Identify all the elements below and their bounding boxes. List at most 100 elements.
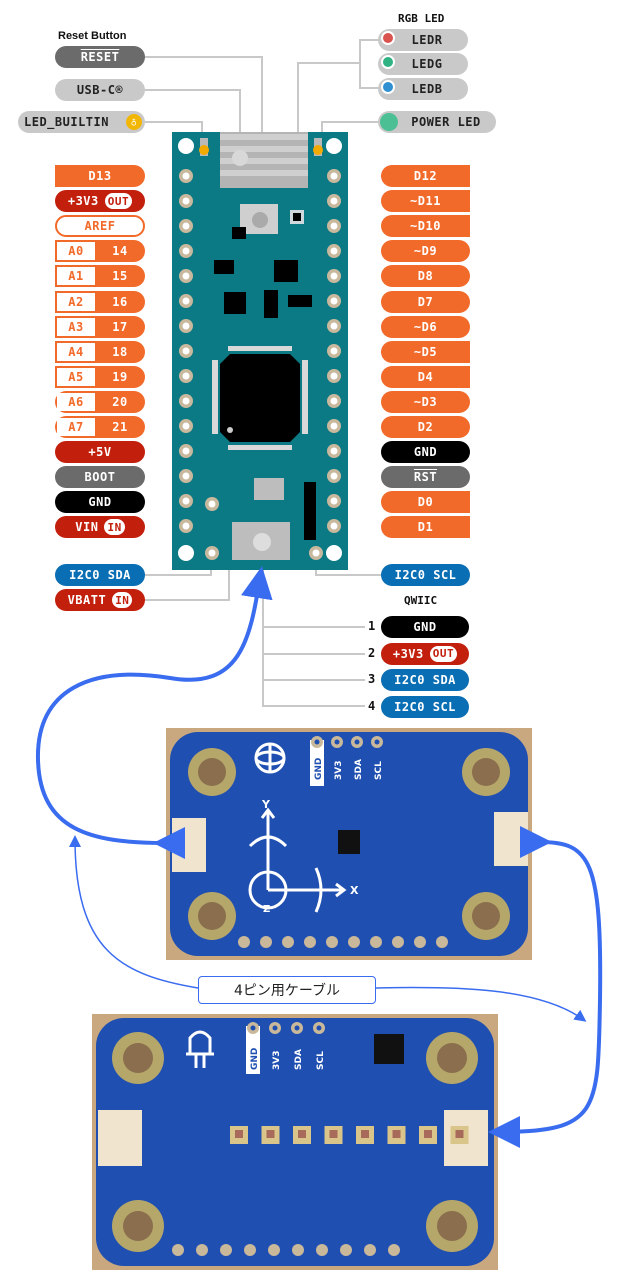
left-pin-label: A5 19 [55, 365, 145, 388]
sensor-pin-gnd: GND [314, 758, 324, 780]
qwiic-pin-number: 1 [368, 619, 376, 633]
digital-pin: 17 [112, 319, 128, 334]
left-pin-label: VIN IN [55, 516, 145, 539]
pin-name: ~D10 [410, 219, 441, 234]
left-pin-label: +5V [55, 441, 145, 464]
right-pin-label: GND [381, 441, 470, 464]
rgb-led-die [298, 1130, 306, 1138]
pin-name: I2C0 SDA [394, 673, 456, 687]
ledg-text: LEDG [411, 57, 443, 71]
pin-name: ~D9 [413, 244, 438, 259]
pin-badge: OUT [429, 645, 458, 662]
power-led-label: POWER LED [378, 111, 496, 133]
analog-pin: A5 [57, 367, 95, 386]
right-pin-label: ~D9 [381, 240, 470, 263]
pin-name: +5V [88, 445, 112, 460]
green-led-icon [381, 55, 395, 69]
left-pin-label: A4 18 [55, 340, 145, 363]
left-pin-label: A2 16 [55, 290, 145, 313]
reset-label: RESET [55, 46, 145, 68]
pin-name: D12 [413, 169, 438, 183]
left-pin-label: GND [55, 491, 145, 514]
power-led-text: POWER LED [411, 115, 481, 129]
digital-pin: 19 [112, 369, 128, 384]
qwiic-pin-label: +3V3 OUT [381, 642, 469, 665]
reset-button-title: Reset Button [58, 30, 127, 42]
right-pin-label: D12 [381, 165, 470, 187]
led-builtin-label: LED_BUILTIN ♁ [18, 111, 145, 133]
led-logo-icon [186, 1030, 214, 1068]
qwiic-pin-number: 3 [368, 672, 376, 686]
right-pin-label: ~D10 [381, 215, 470, 238]
digital-pin: 16 [112, 294, 128, 309]
pin-name: AREF [84, 219, 116, 234]
right-pin-label: D0 [381, 491, 470, 514]
analog-pin: A2 [57, 292, 95, 311]
usb-c-label: USB-C® [55, 79, 145, 101]
led-row [230, 1126, 469, 1144]
digital-pin: 21 [112, 420, 128, 434]
right-pin-label: D8 [381, 265, 470, 288]
qwiic-title: QWIIC [404, 594, 438, 607]
vbatt-text: VBATT [67, 593, 107, 607]
pin-name: D4 [417, 369, 434, 384]
pin-name: +3V3 [392, 646, 424, 661]
pin-badge: IN [104, 519, 125, 536]
right-pin-label: D2 [381, 416, 470, 438]
led-board-pin-scl: SCL [316, 1051, 326, 1070]
right-pin-label: RST [381, 466, 470, 489]
pin-name: GND [413, 445, 438, 460]
pin-name: ~D3 [413, 394, 438, 409]
right-pin-label: D7 [381, 290, 470, 313]
led-board-pin-gnd: GND [250, 1048, 260, 1070]
cable-label: 4ピン用ケーブル [198, 976, 376, 1004]
qwiic-pin-number: 4 [368, 698, 376, 713]
pin-name: RST [413, 470, 438, 485]
qwiic-pin-number: 2 [368, 645, 376, 660]
pin-name: +3V3 [67, 194, 99, 209]
ledr-label: LEDR [378, 29, 468, 51]
pin-name: D0 [417, 495, 434, 510]
pin-name: VIN [75, 520, 99, 535]
reset-text: RESET [80, 50, 120, 64]
left-pin-label: AREF [55, 215, 145, 238]
red-led-icon [381, 31, 395, 45]
pin-name: D7 [417, 294, 434, 309]
pin-name: I2C0 SCL [394, 699, 456, 714]
ledb-text: LEDB [411, 82, 443, 96]
axis-x-label: X [350, 884, 359, 897]
right-pin-label: ~D11 [381, 190, 470, 213]
axis-y-label: Y [261, 798, 271, 811]
board-pin-holes [179, 169, 341, 560]
pin-name: GND [413, 620, 437, 634]
rgb-led-title: RGB LED [398, 12, 445, 25]
led-board: GND 3V3 SDA SCL [92, 1014, 498, 1270]
i2c0-scl-label: I2C0 SCL [381, 564, 470, 586]
pin-name: D2 [417, 420, 434, 434]
rgb-led-die [424, 1130, 432, 1138]
pin-name: ~D5 [413, 344, 438, 359]
power-led-icon [380, 113, 398, 131]
right-pin-label: ~D6 [381, 315, 470, 338]
analog-pin: A7 [57, 418, 95, 436]
i2c0-sda-label: I2C0 SDA [55, 564, 145, 586]
ledb-label: LEDB [378, 78, 468, 100]
digital-pin: 18 [112, 344, 128, 359]
sensor-pin-3v3: 3V3 [334, 761, 344, 781]
rgb-led-die [361, 1130, 369, 1138]
led-bulb-icon: ♁ [126, 114, 142, 130]
analog-pin: A4 [57, 342, 95, 361]
pin-name: GND [88, 495, 112, 510]
sensor-pin-sda: SDA [354, 759, 364, 780]
digital-pin: 14 [112, 244, 128, 259]
rgb-led-die [235, 1130, 243, 1138]
pin-name: ~D11 [410, 194, 441, 209]
pin-name: BOOT [84, 470, 116, 485]
